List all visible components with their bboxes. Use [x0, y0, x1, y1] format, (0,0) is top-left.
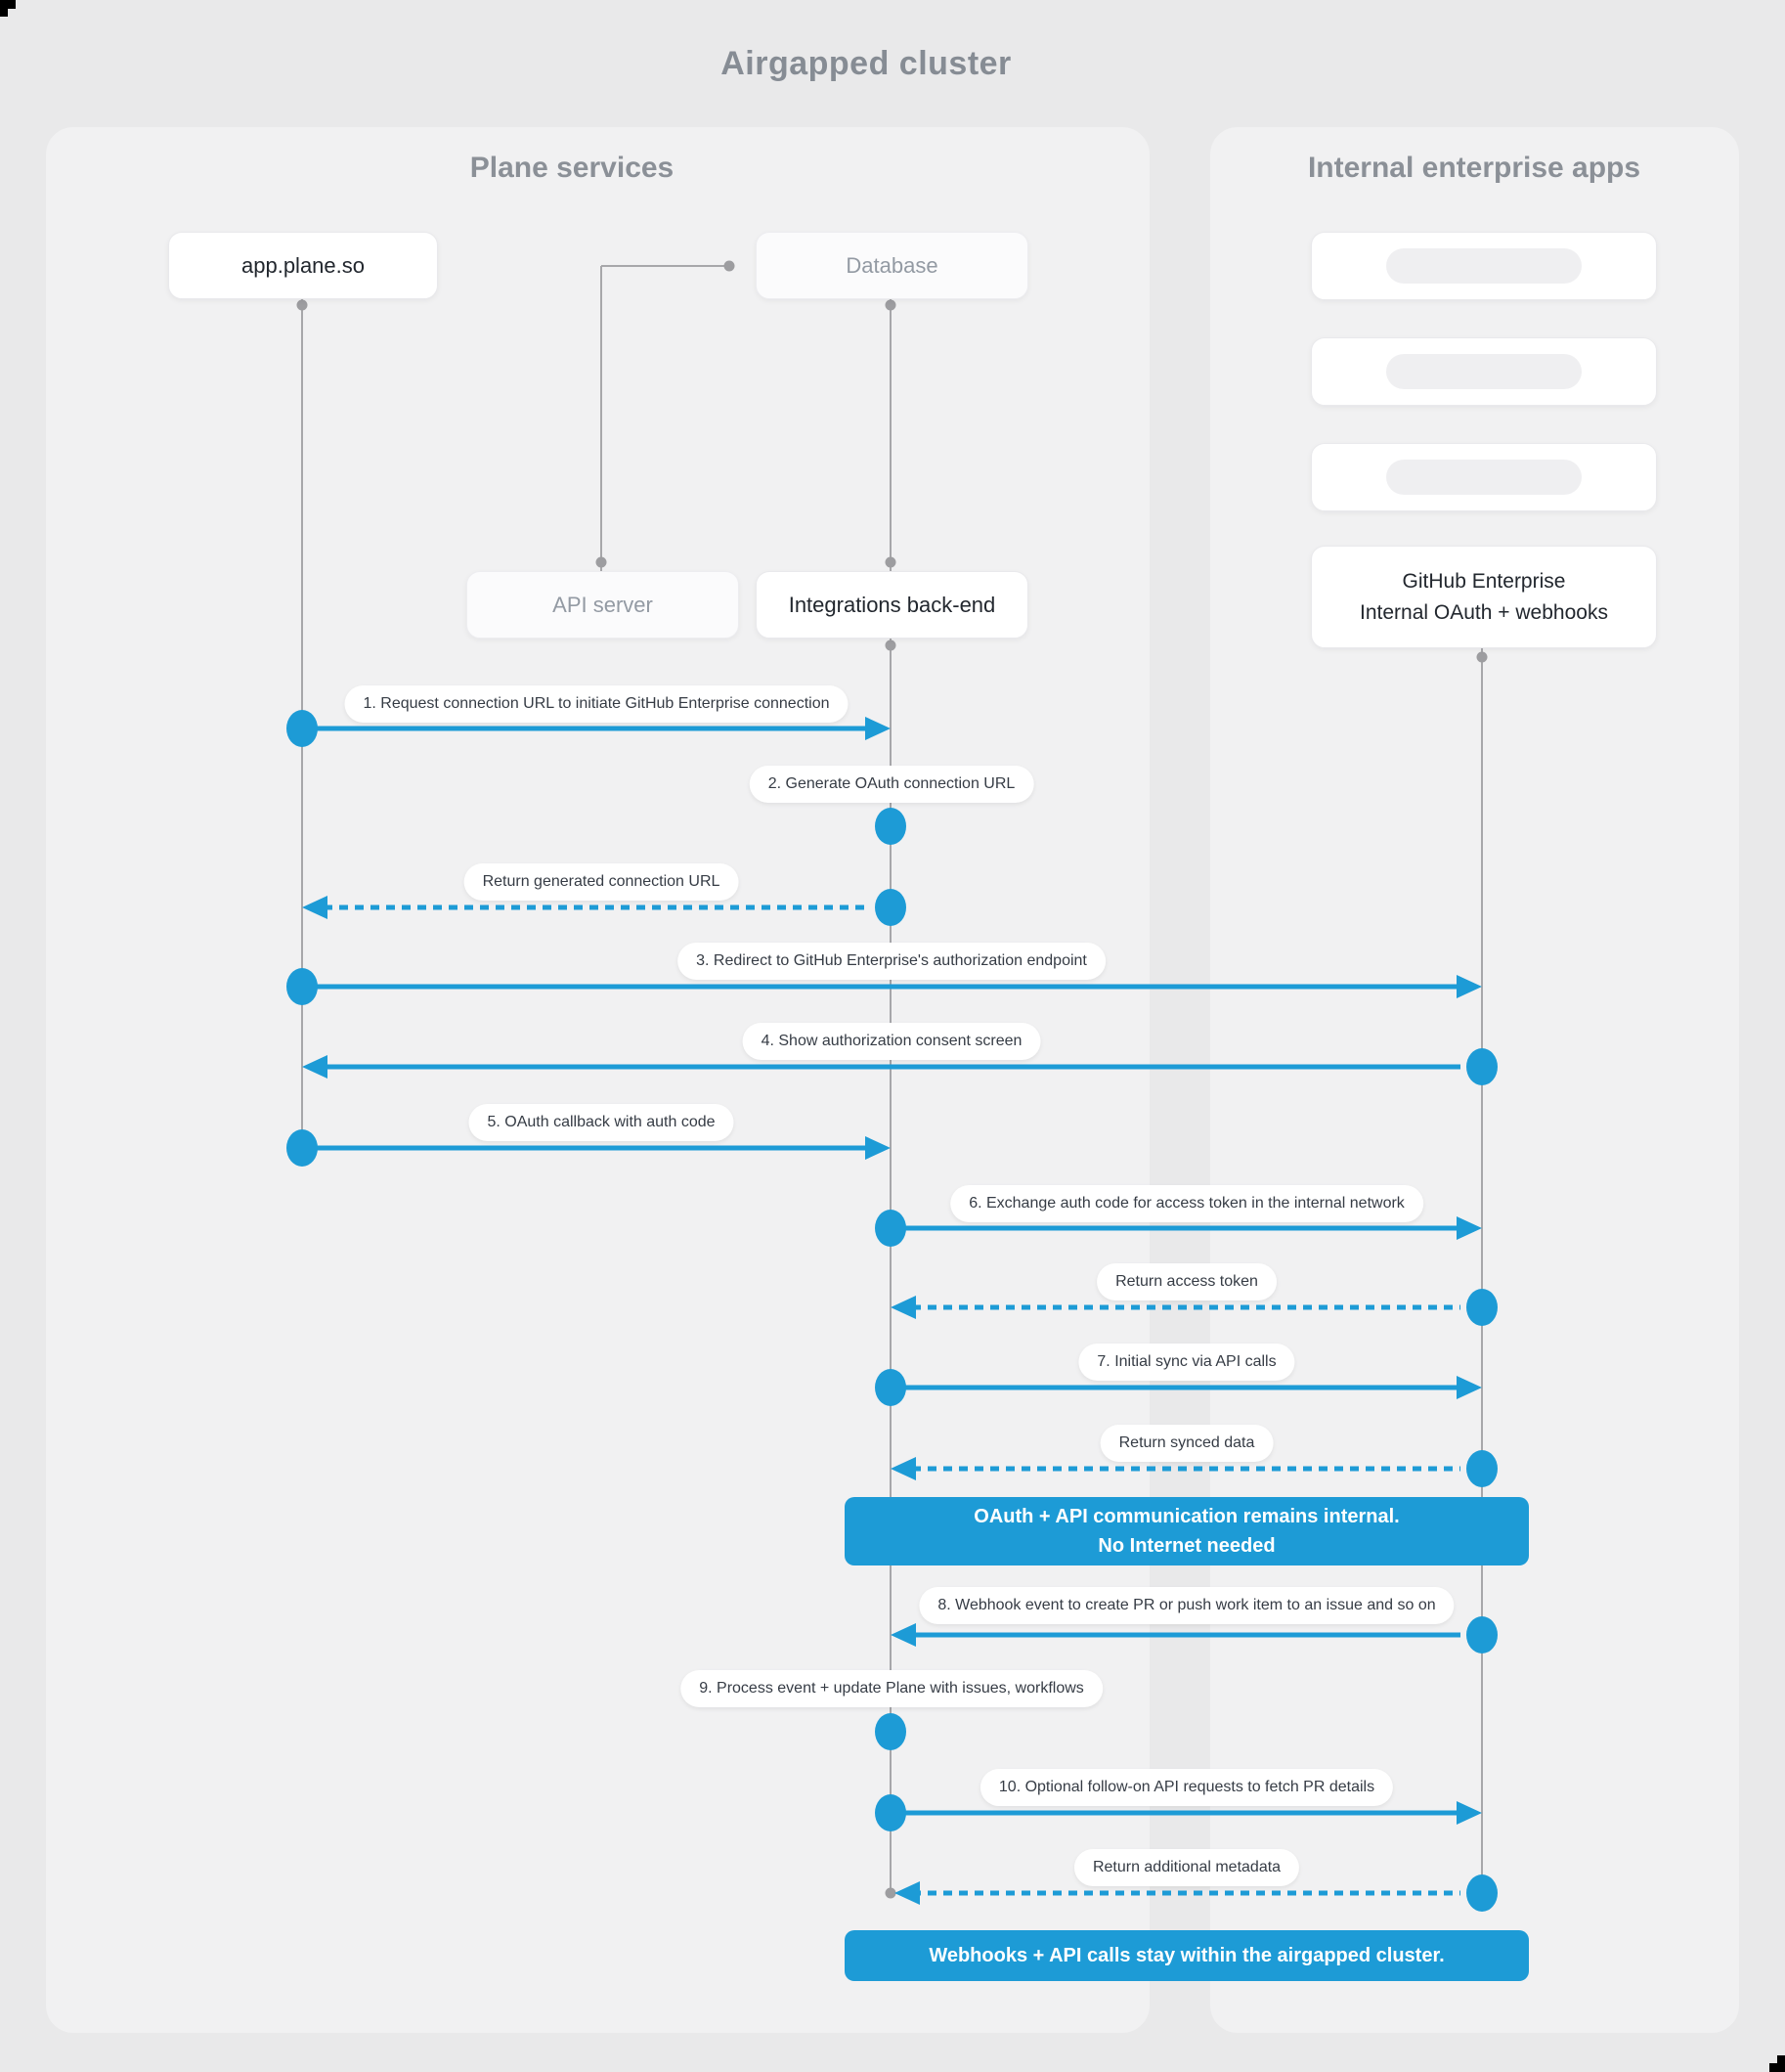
- return-synced-data-arrowhead: [891, 1457, 916, 1480]
- return-connection-url-origin-dot: [875, 889, 906, 926]
- internal-app-placeholder: [1311, 232, 1657, 300]
- message-5-origin-dot: [286, 1129, 318, 1167]
- message-5-label: 5. OAuth callback with auth code: [468, 1104, 734, 1141]
- return-additional-metadata-arrowhead: [894, 1881, 920, 1905]
- node-api-server: API server: [466, 571, 739, 639]
- node-integrations-backend-label: Integrations back-end: [788, 593, 996, 617]
- integrations-top-dot: [885, 556, 896, 568]
- message-6-arrowhead: [1457, 1216, 1482, 1240]
- api-server-top-dot: [595, 556, 607, 568]
- node-app-plane-so: app.plane.so: [168, 232, 438, 299]
- placeholder-pill: [1386, 354, 1582, 389]
- corner-mark-top-left: [0, 0, 16, 9]
- return-additional-metadata-label: Return additional metadata: [1073, 1849, 1300, 1886]
- return-connection-url-arrow: [324, 904, 869, 910]
- return-access-token-arrowhead: [891, 1296, 916, 1319]
- elbow-database-dot: [723, 260, 735, 272]
- message-2-label: 2. Generate OAuth connection URL: [749, 766, 1034, 803]
- integrations-end-dot: [885, 1887, 896, 1899]
- message-4-arrowhead: [302, 1055, 327, 1079]
- message-5-arrowhead: [865, 1136, 891, 1160]
- message-9-label: 9. Process event + update Plane with iss…: [680, 1670, 1103, 1707]
- message-4-origin-dot: [1466, 1048, 1498, 1085]
- return-connection-url-arrowhead: [302, 896, 327, 919]
- message-6-origin-dot: [875, 1210, 906, 1247]
- internal-app-placeholder: [1311, 443, 1657, 511]
- database-integrations-connector: [890, 297, 892, 571]
- internal-communication-banner-line2: No Internet needed: [1098, 1535, 1276, 1557]
- return-access-token-label: Return access token: [1097, 1263, 1277, 1301]
- message-7-arrowhead: [1457, 1376, 1482, 1399]
- return-synced-data-arrow: [912, 1466, 1460, 1472]
- corner-mark-top-left: [0, 0, 8, 17]
- message-6-label: 6. Exchange auth code for access token i…: [950, 1185, 1423, 1222]
- return-synced-data-origin-dot: [1466, 1450, 1498, 1487]
- message-4-arrow: [324, 1064, 1460, 1070]
- plane-services-title: Plane services: [469, 152, 675, 184]
- message-5-arrow: [302, 1145, 869, 1151]
- node-integrations-backend: Integrations back-end: [756, 571, 1028, 639]
- message-3-arrowhead: [1457, 975, 1482, 998]
- return-additional-metadata-origin-dot: [1466, 1874, 1498, 1912]
- api-server-elbow-horizontal: [601, 265, 729, 267]
- return-additional-metadata-arrow: [912, 1890, 1460, 1896]
- github-lifeline: [1481, 646, 1483, 1893]
- message-10-origin-dot: [875, 1794, 906, 1831]
- placeholder-pill: [1386, 460, 1582, 495]
- node-database-label: Database: [846, 253, 938, 278]
- return-access-token-origin-dot: [1466, 1289, 1498, 1326]
- message-1-arrow: [302, 726, 869, 731]
- message-10-label: 10. Optional follow-on API requests to f…: [980, 1769, 1394, 1806]
- message-4-label: 4. Show authorization consent screen: [742, 1023, 1041, 1060]
- message-8-label: 8. Webhook event to create PR or push wo…: [919, 1587, 1455, 1624]
- node-app-plane-so-label: app.plane.so: [241, 253, 365, 278]
- message-3-origin-dot: [286, 968, 318, 1005]
- internal-app-placeholder: [1311, 337, 1657, 406]
- airgapped-cluster-banner: Webhooks + API calls stay within the air…: [845, 1930, 1529, 1981]
- app-lifeline-dot: [296, 299, 308, 311]
- message-8-arrow: [912, 1632, 1460, 1638]
- corner-mark-bottom-right: [1777, 2055, 1785, 2072]
- airgapped-cluster-banner-line1: Webhooks + API calls stay within the air…: [929, 1945, 1445, 1966]
- integrations-lifeline: [890, 637, 892, 1897]
- message-7-arrow: [891, 1385, 1460, 1390]
- message-7-label: 7. Initial sync via API calls: [1078, 1344, 1295, 1381]
- message-1-label: 1. Request connection URL to initiate Gi…: [344, 685, 849, 723]
- return-connection-url-label: Return generated connection URL: [463, 863, 739, 901]
- message-3-arrow: [302, 984, 1460, 990]
- node-github-enterprise: GitHub Enterprise Internal OAuth + webho…: [1311, 546, 1657, 648]
- message-2-dot: [875, 808, 906, 845]
- message-10-arrowhead: [1457, 1801, 1482, 1825]
- internal-enterprise-apps-title: Internal enterprise apps: [1307, 152, 1641, 184]
- api-server-elbow-vertical: [600, 266, 602, 571]
- database-lifeline-top-dot: [885, 299, 896, 311]
- node-api-server-label: API server: [552, 593, 653, 617]
- integrations-bottom-dot: [885, 639, 896, 651]
- message-10-arrow: [891, 1810, 1460, 1816]
- message-8-origin-dot: [1466, 1616, 1498, 1653]
- placeholder-pill: [1386, 248, 1582, 284]
- message-3-label: 3. Redirect to GitHub Enterprise's autho…: [677, 943, 1106, 980]
- node-database: Database: [756, 232, 1028, 299]
- node-github-enterprise-line1: GitHub Enterprise: [1402, 570, 1566, 593]
- message-8-arrowhead: [891, 1623, 916, 1647]
- internal-communication-banner-line1: OAuth + API communication remains intern…: [974, 1506, 1400, 1527]
- diagram-title: Airgapped cluster: [720, 45, 1012, 82]
- internal-communication-banner: OAuth + API communication remains intern…: [845, 1497, 1529, 1565]
- message-7-origin-dot: [875, 1369, 906, 1406]
- message-1-origin-dot: [286, 710, 318, 747]
- message-1-arrowhead: [865, 717, 891, 740]
- node-github-enterprise-line2: Internal OAuth + webhooks: [1360, 600, 1608, 624]
- message-6-arrow: [891, 1225, 1460, 1231]
- github-top-dot: [1476, 651, 1488, 663]
- return-access-token-arrow: [912, 1304, 1460, 1310]
- return-synced-data-label: Return synced data: [1100, 1425, 1274, 1462]
- plane-services-panel: [46, 127, 1150, 2033]
- message-9-dot: [875, 1713, 906, 1750]
